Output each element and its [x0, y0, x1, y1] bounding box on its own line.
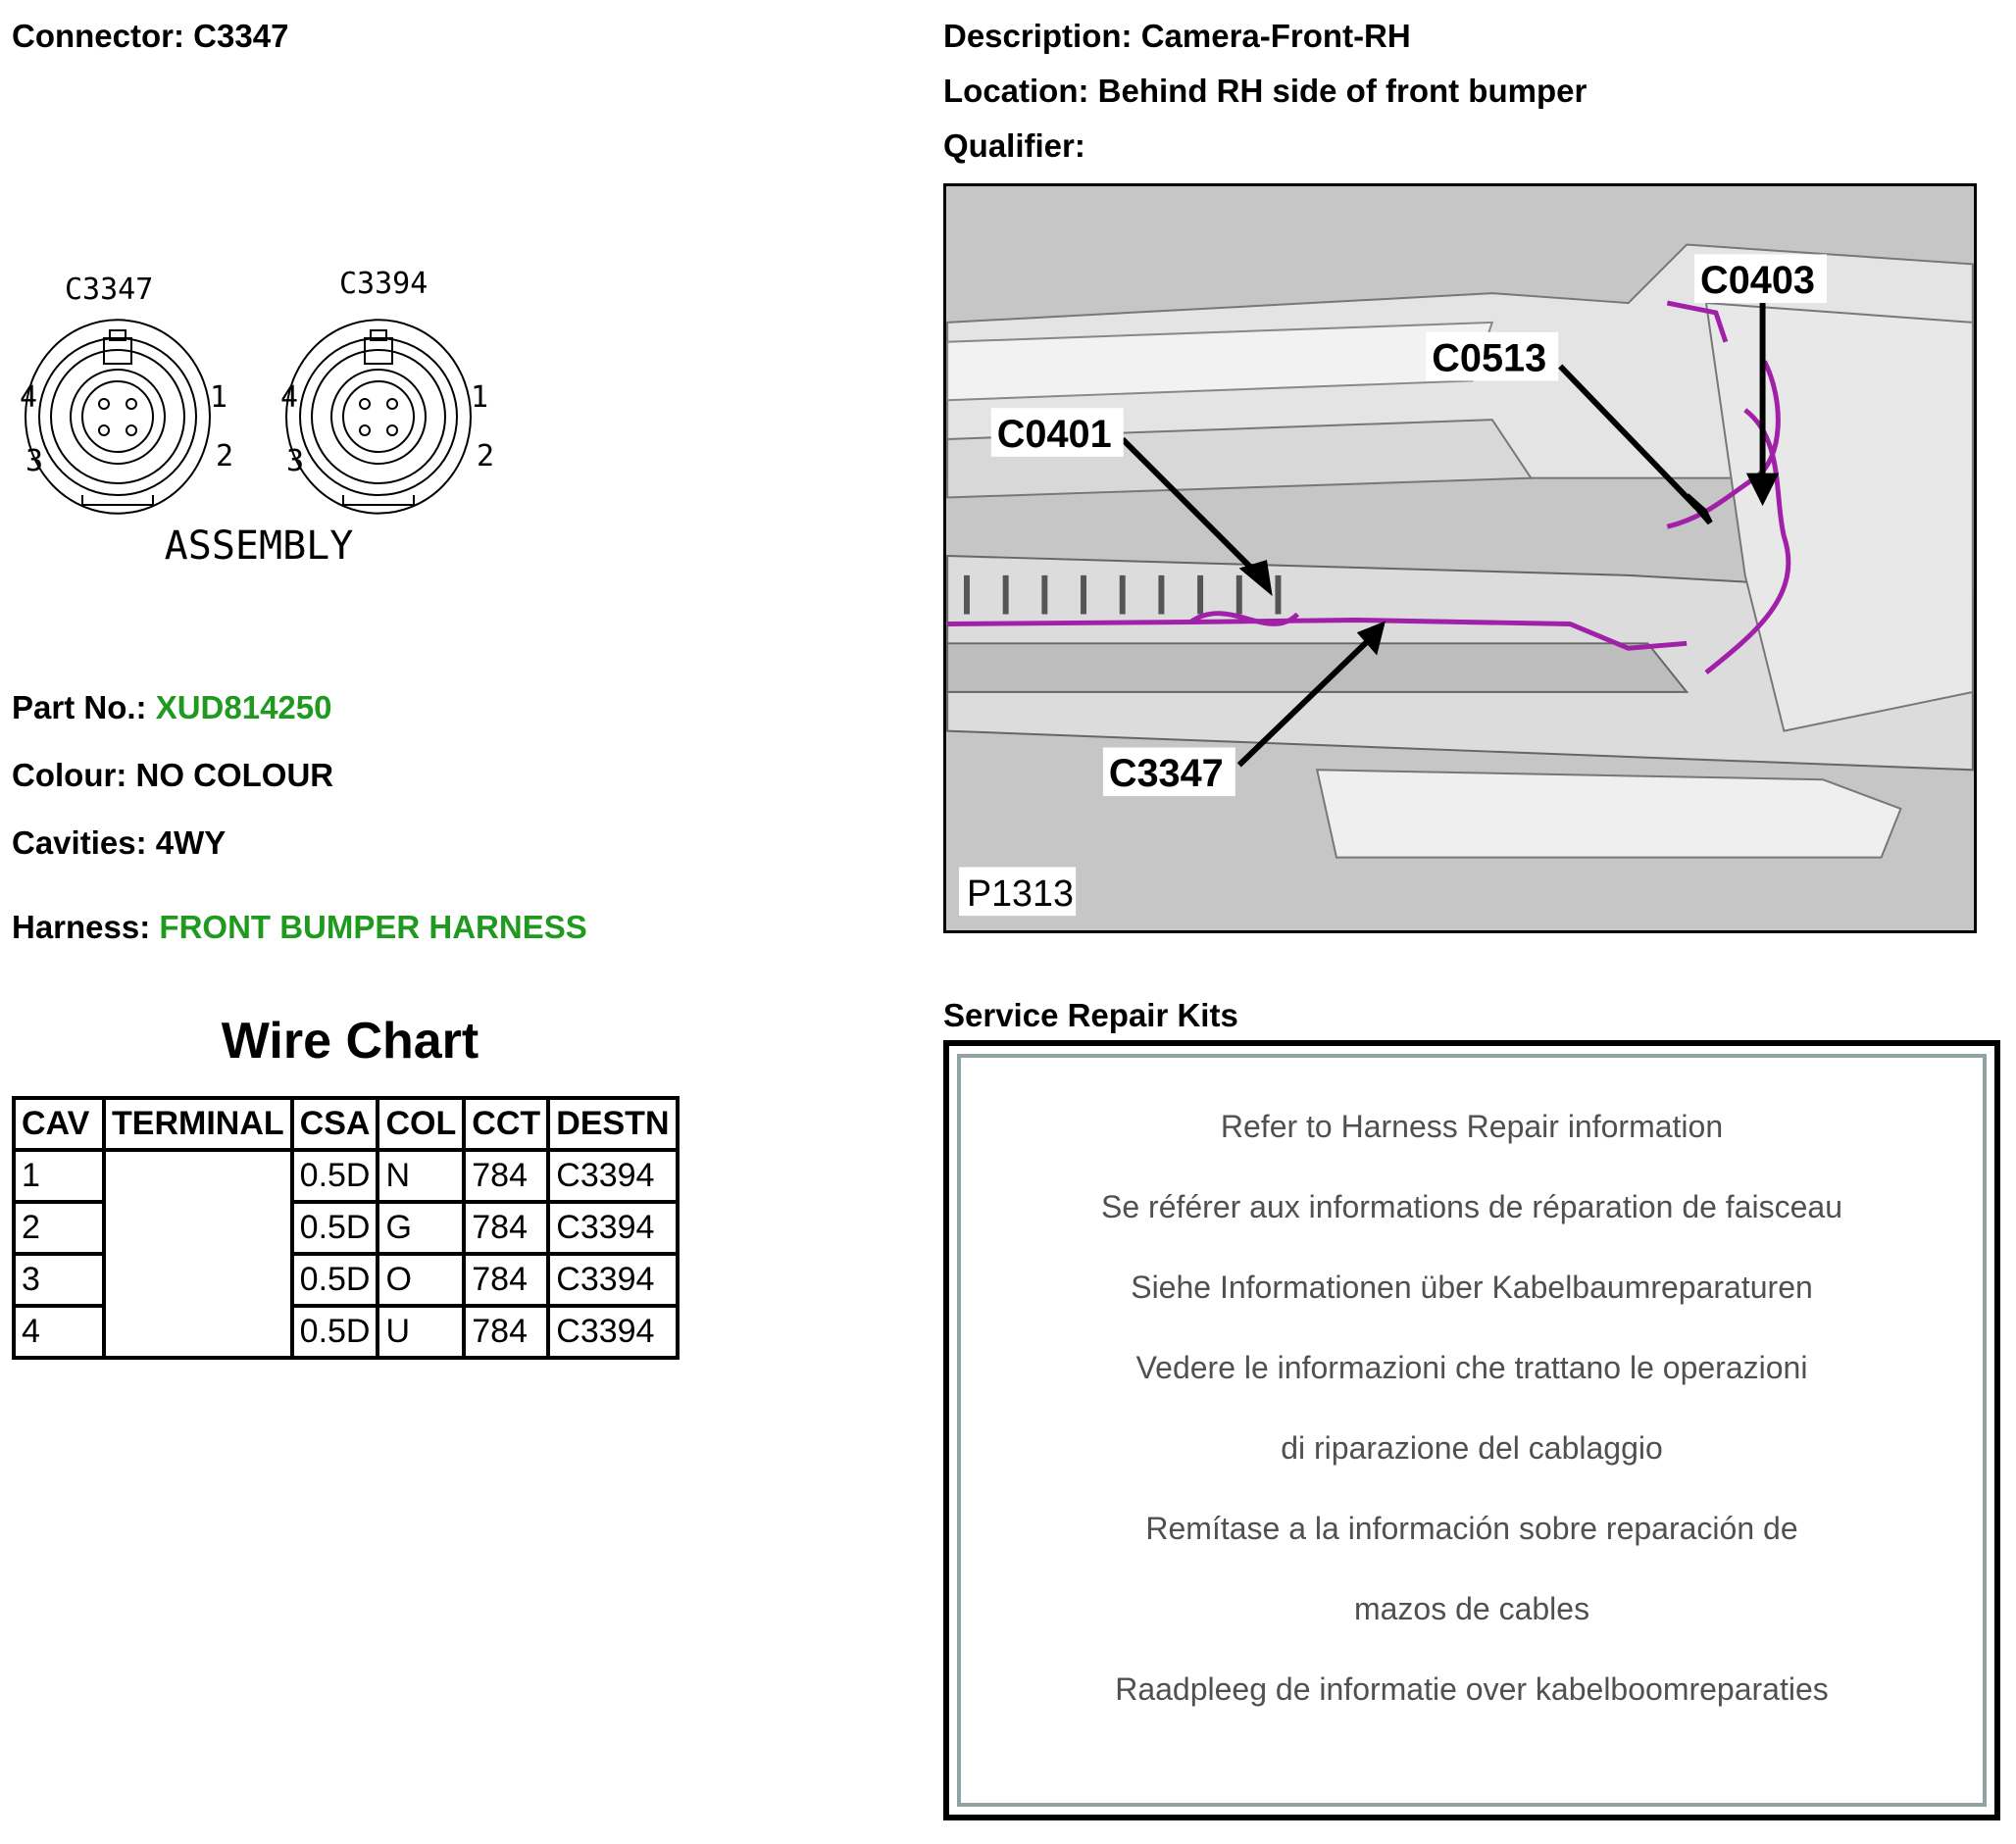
cell-destn: C3394 [546, 1304, 680, 1360]
cell-col: N [376, 1148, 467, 1204]
cell-cct: 784 [462, 1304, 551, 1360]
drawing-left-id: C3347 [65, 273, 153, 307]
pin-number: 3 [25, 444, 43, 478]
repair-line: Raadpleeg de informatie over kabelboomre… [1115, 1671, 1829, 1707]
pin-number: 3 [286, 444, 304, 478]
service-repair-inner: Refer to Harness Repair information Se r… [957, 1054, 1987, 1807]
table-row: 3 0.5D O 784 C3394 [12, 1252, 680, 1308]
cell-destn: C3394 [546, 1252, 680, 1308]
part-no-link[interactable]: XUD814250 [155, 689, 332, 725]
pin-number: 4 [280, 380, 298, 415]
colour-field: Colour: NO COLOUR [12, 757, 333, 794]
part-no-label: Part No.: [12, 689, 147, 725]
part-no-field: Part No.: XUD814250 [12, 689, 331, 726]
pin-number: 2 [216, 439, 233, 473]
cell-csa: 0.5D [289, 1148, 380, 1204]
cavities-field: Cavities: 4WY [12, 824, 226, 862]
repair-line: mazos de cables [1353, 1591, 1590, 1626]
cell-destn: C3394 [546, 1200, 680, 1256]
cell-csa: 0.5D [289, 1200, 380, 1256]
connector-face-drawing: C3347 C3394 1 2 3 4 1 2 3 4 ASSEMBLY [20, 270, 494, 569]
callout-arrows [1120, 303, 1780, 768]
col-header-terminal: TERMINAL [102, 1096, 294, 1152]
cell-cct: 784 [462, 1252, 551, 1308]
wire-chart-table: CAV TERMINAL CSA COL CCT DESTN 1 0.5D N … [12, 1096, 680, 1360]
harness-field: Harness: FRONT BUMPER HARNESS [12, 909, 587, 946]
pin-number: 4 [20, 380, 37, 415]
table-row: 4 0.5D U 784 C3394 [12, 1304, 680, 1360]
description-label: Description: [943, 18, 1133, 54]
pin-number: 1 [471, 380, 488, 415]
drawing-caption: ASSEMBLY [165, 523, 354, 569]
cell-col: O [376, 1252, 467, 1308]
cell-cct: 784 [462, 1200, 551, 1256]
cell-csa: 0.5D [289, 1304, 380, 1360]
drawing-right-id: C3394 [339, 270, 428, 301]
connector-face-right [284, 319, 473, 515]
cell-cav: 2 [12, 1200, 106, 1256]
callout-c0403: C0403 [1700, 259, 1815, 302]
description-value: Camera-Front-RH [1140, 18, 1411, 54]
location-field: Location: Behind RH side of front bumper [943, 73, 1587, 110]
cell-cav: 3 [12, 1252, 106, 1308]
repair-line: Se référer aux informations de réparatio… [1101, 1189, 1842, 1224]
repair-line: Siehe Informationen über Kabelbaumrepara… [1131, 1270, 1813, 1305]
col-header-destn: DESTN [546, 1096, 680, 1152]
col-header-cct: CCT [462, 1096, 551, 1152]
harness-label: Harness: [12, 909, 151, 945]
location-value: Behind RH side of front bumper [1097, 73, 1588, 109]
service-repair-title: Service Repair Kits [943, 997, 1238, 1033]
repair-line: Refer to Harness Repair information [1220, 1109, 1724, 1144]
callout-c3347: C3347 [1109, 752, 1224, 795]
pin-number: 1 [210, 380, 227, 415]
callout-c0401: C0401 [997, 413, 1112, 456]
repair-line: Remítase a la información sobre reparaci… [1145, 1511, 1798, 1546]
repair-line: Vedere le informazioni che trattano le o… [1135, 1350, 1808, 1385]
colour-label: Colour: [12, 757, 127, 793]
cell-cav: 4 [12, 1304, 106, 1360]
cell-destn: C3394 [546, 1148, 680, 1204]
location-label: Location: [943, 73, 1089, 109]
cell-col: U [376, 1304, 467, 1360]
connector-field: Connector: C3347 [12, 18, 288, 55]
description-field: Description: Camera-Front-RH [943, 18, 1411, 55]
colour-value: NO COLOUR [135, 757, 334, 793]
location-figure: C0403 C0513 C0401 C3347 P1313 [943, 183, 1977, 933]
qualifier-field: Qualifier: [943, 127, 1085, 165]
cell-terminal [102, 1148, 294, 1360]
pin-number: 2 [477, 439, 494, 473]
cell-cct: 784 [462, 1148, 551, 1204]
cell-csa: 0.5D [289, 1252, 380, 1308]
connector-label: Connector: [12, 18, 184, 54]
cell-cav: 1 [12, 1148, 106, 1204]
cavities-value: 4WY [155, 824, 227, 861]
service-repair-panel: Refer to Harness Repair information Se r… [943, 1040, 2000, 1820]
col-header-cav: CAV [12, 1096, 106, 1152]
harness-link[interactable]: FRONT BUMPER HARNESS [159, 909, 587, 945]
col-header-csa: CSA [289, 1096, 380, 1152]
qualifier-label: Qualifier: [943, 127, 1085, 164]
repair-line: di riparazione del cablaggio [1281, 1430, 1663, 1466]
col-header-col: COL [376, 1096, 467, 1152]
cavities-label: Cavities: [12, 824, 147, 861]
wire-chart-title: Wire Chart [221, 1013, 479, 1070]
table-row: 1 0.5D N 784 C3394 [12, 1148, 680, 1360]
plate-id: P1313 [967, 872, 1074, 914]
connector-face-left [24, 319, 212, 515]
cell-col: G [376, 1200, 467, 1256]
table-header-row: CAV TERMINAL CSA COL CCT DESTN [12, 1096, 680, 1152]
connector-value: C3347 [193, 18, 289, 54]
callout-c0513: C0513 [1432, 337, 1546, 380]
table-row: 2 0.5D G 784 C3394 [12, 1200, 680, 1256]
